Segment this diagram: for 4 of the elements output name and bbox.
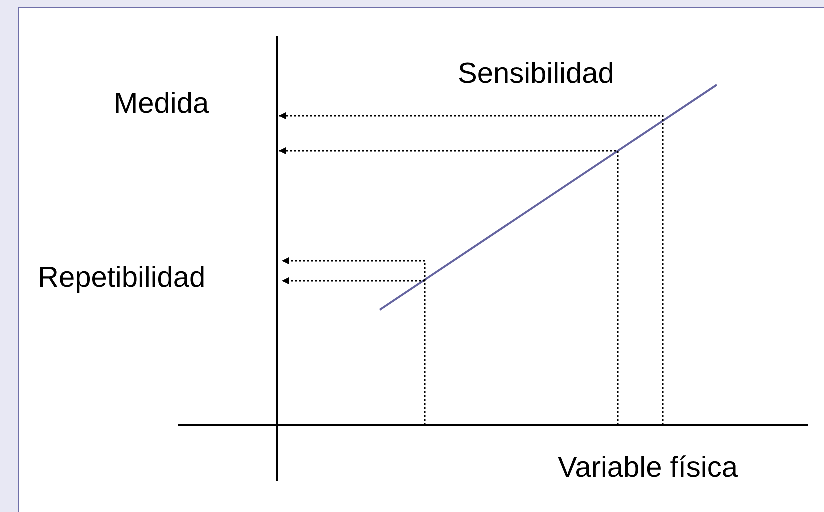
axis-label: Sensibilidad (458, 60, 614, 89)
axis-label: Medida (114, 90, 210, 119)
axis-label: Variable física (558, 454, 738, 483)
axis-label: Repetibilidad (38, 264, 206, 293)
